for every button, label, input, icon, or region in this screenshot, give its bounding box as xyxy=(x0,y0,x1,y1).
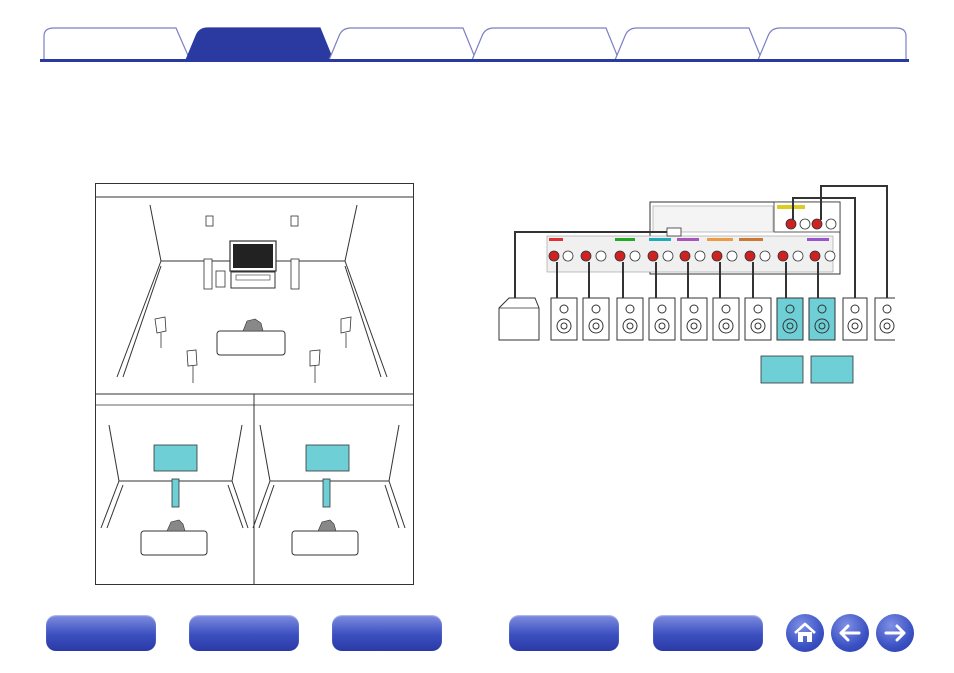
tab-5[interactable] xyxy=(614,27,763,61)
home-icon xyxy=(794,622,816,642)
tab-1[interactable] xyxy=(43,27,191,61)
surround-speaker-icon xyxy=(154,316,352,383)
lower-left-room xyxy=(100,424,249,556)
speaker-wiring-diagram xyxy=(498,185,895,384)
highlighted-screen xyxy=(153,444,198,472)
tab-bar xyxy=(40,27,909,62)
arrow-left-icon xyxy=(839,624,861,642)
speaker-terminal xyxy=(548,218,837,262)
main-room xyxy=(116,204,388,378)
bottom-nav-button-2[interactable] xyxy=(189,615,299,651)
lower-right-room xyxy=(252,424,406,556)
tab-6[interactable] xyxy=(757,27,907,61)
forward-button[interactable] xyxy=(876,614,914,652)
highlighted-speaker xyxy=(171,478,180,508)
highlighted-label-box xyxy=(760,355,854,384)
home-button[interactable] xyxy=(786,614,824,652)
bottom-nav-button-1[interactable] xyxy=(46,615,156,651)
highlighted-screen xyxy=(305,444,350,472)
subwoofer-icon xyxy=(498,297,540,341)
speaker-icon xyxy=(203,215,300,290)
rca-plug xyxy=(666,227,682,237)
highlighted-speaker xyxy=(776,297,836,341)
tab-4[interactable] xyxy=(471,27,620,61)
arrow-right-icon xyxy=(884,624,906,642)
speaker-cables xyxy=(514,185,888,300)
bottom-nav-button-3[interactable] xyxy=(332,615,442,651)
tab-bar-underline xyxy=(40,59,909,62)
sofa-icon xyxy=(216,318,286,356)
tab-3[interactable] xyxy=(328,27,477,61)
tv-icon xyxy=(229,240,277,289)
tab-2[interactable] xyxy=(185,27,334,61)
back-button[interactable] xyxy=(831,614,869,652)
bottom-nav-button-4[interactable] xyxy=(509,615,619,651)
speaker-icon xyxy=(550,297,895,341)
speaker-layout-diagram xyxy=(95,183,414,585)
highlighted-speaker xyxy=(322,478,331,508)
receiver-back-panel xyxy=(546,201,841,275)
bottom-nav-button-5[interactable] xyxy=(653,615,763,651)
